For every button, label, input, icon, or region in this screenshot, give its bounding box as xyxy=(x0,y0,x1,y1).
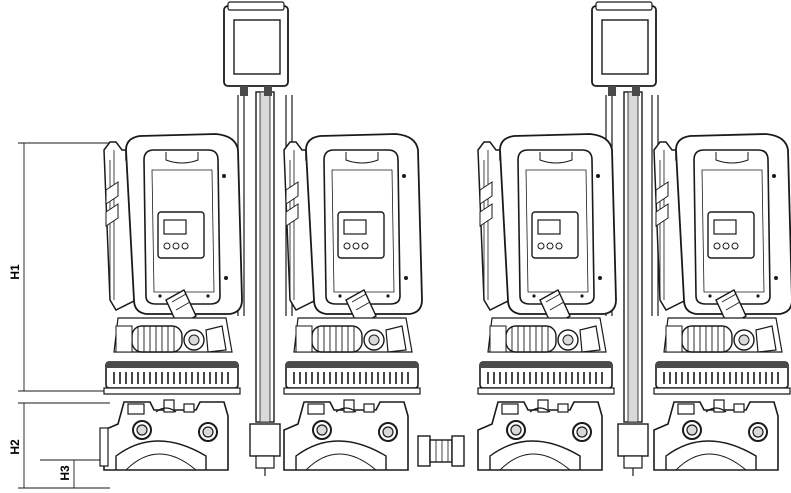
control-box-right xyxy=(591,1,657,97)
dimension-lines xyxy=(18,142,110,489)
pump-unit-3 xyxy=(477,133,617,471)
mast-left xyxy=(249,91,281,477)
dimension-label-h2: H2 xyxy=(8,439,22,455)
pump-unit-1 xyxy=(103,133,243,471)
center-coupling xyxy=(417,435,465,467)
mast-right xyxy=(617,91,649,477)
left-pipe-stub xyxy=(99,427,109,467)
pump-unit-2 xyxy=(283,133,423,471)
pump-unit-4 xyxy=(653,133,791,471)
control-box-left xyxy=(223,1,289,97)
dimension-label-h1: H1 xyxy=(8,264,22,280)
dimension-label-h3: H3 xyxy=(58,465,72,481)
